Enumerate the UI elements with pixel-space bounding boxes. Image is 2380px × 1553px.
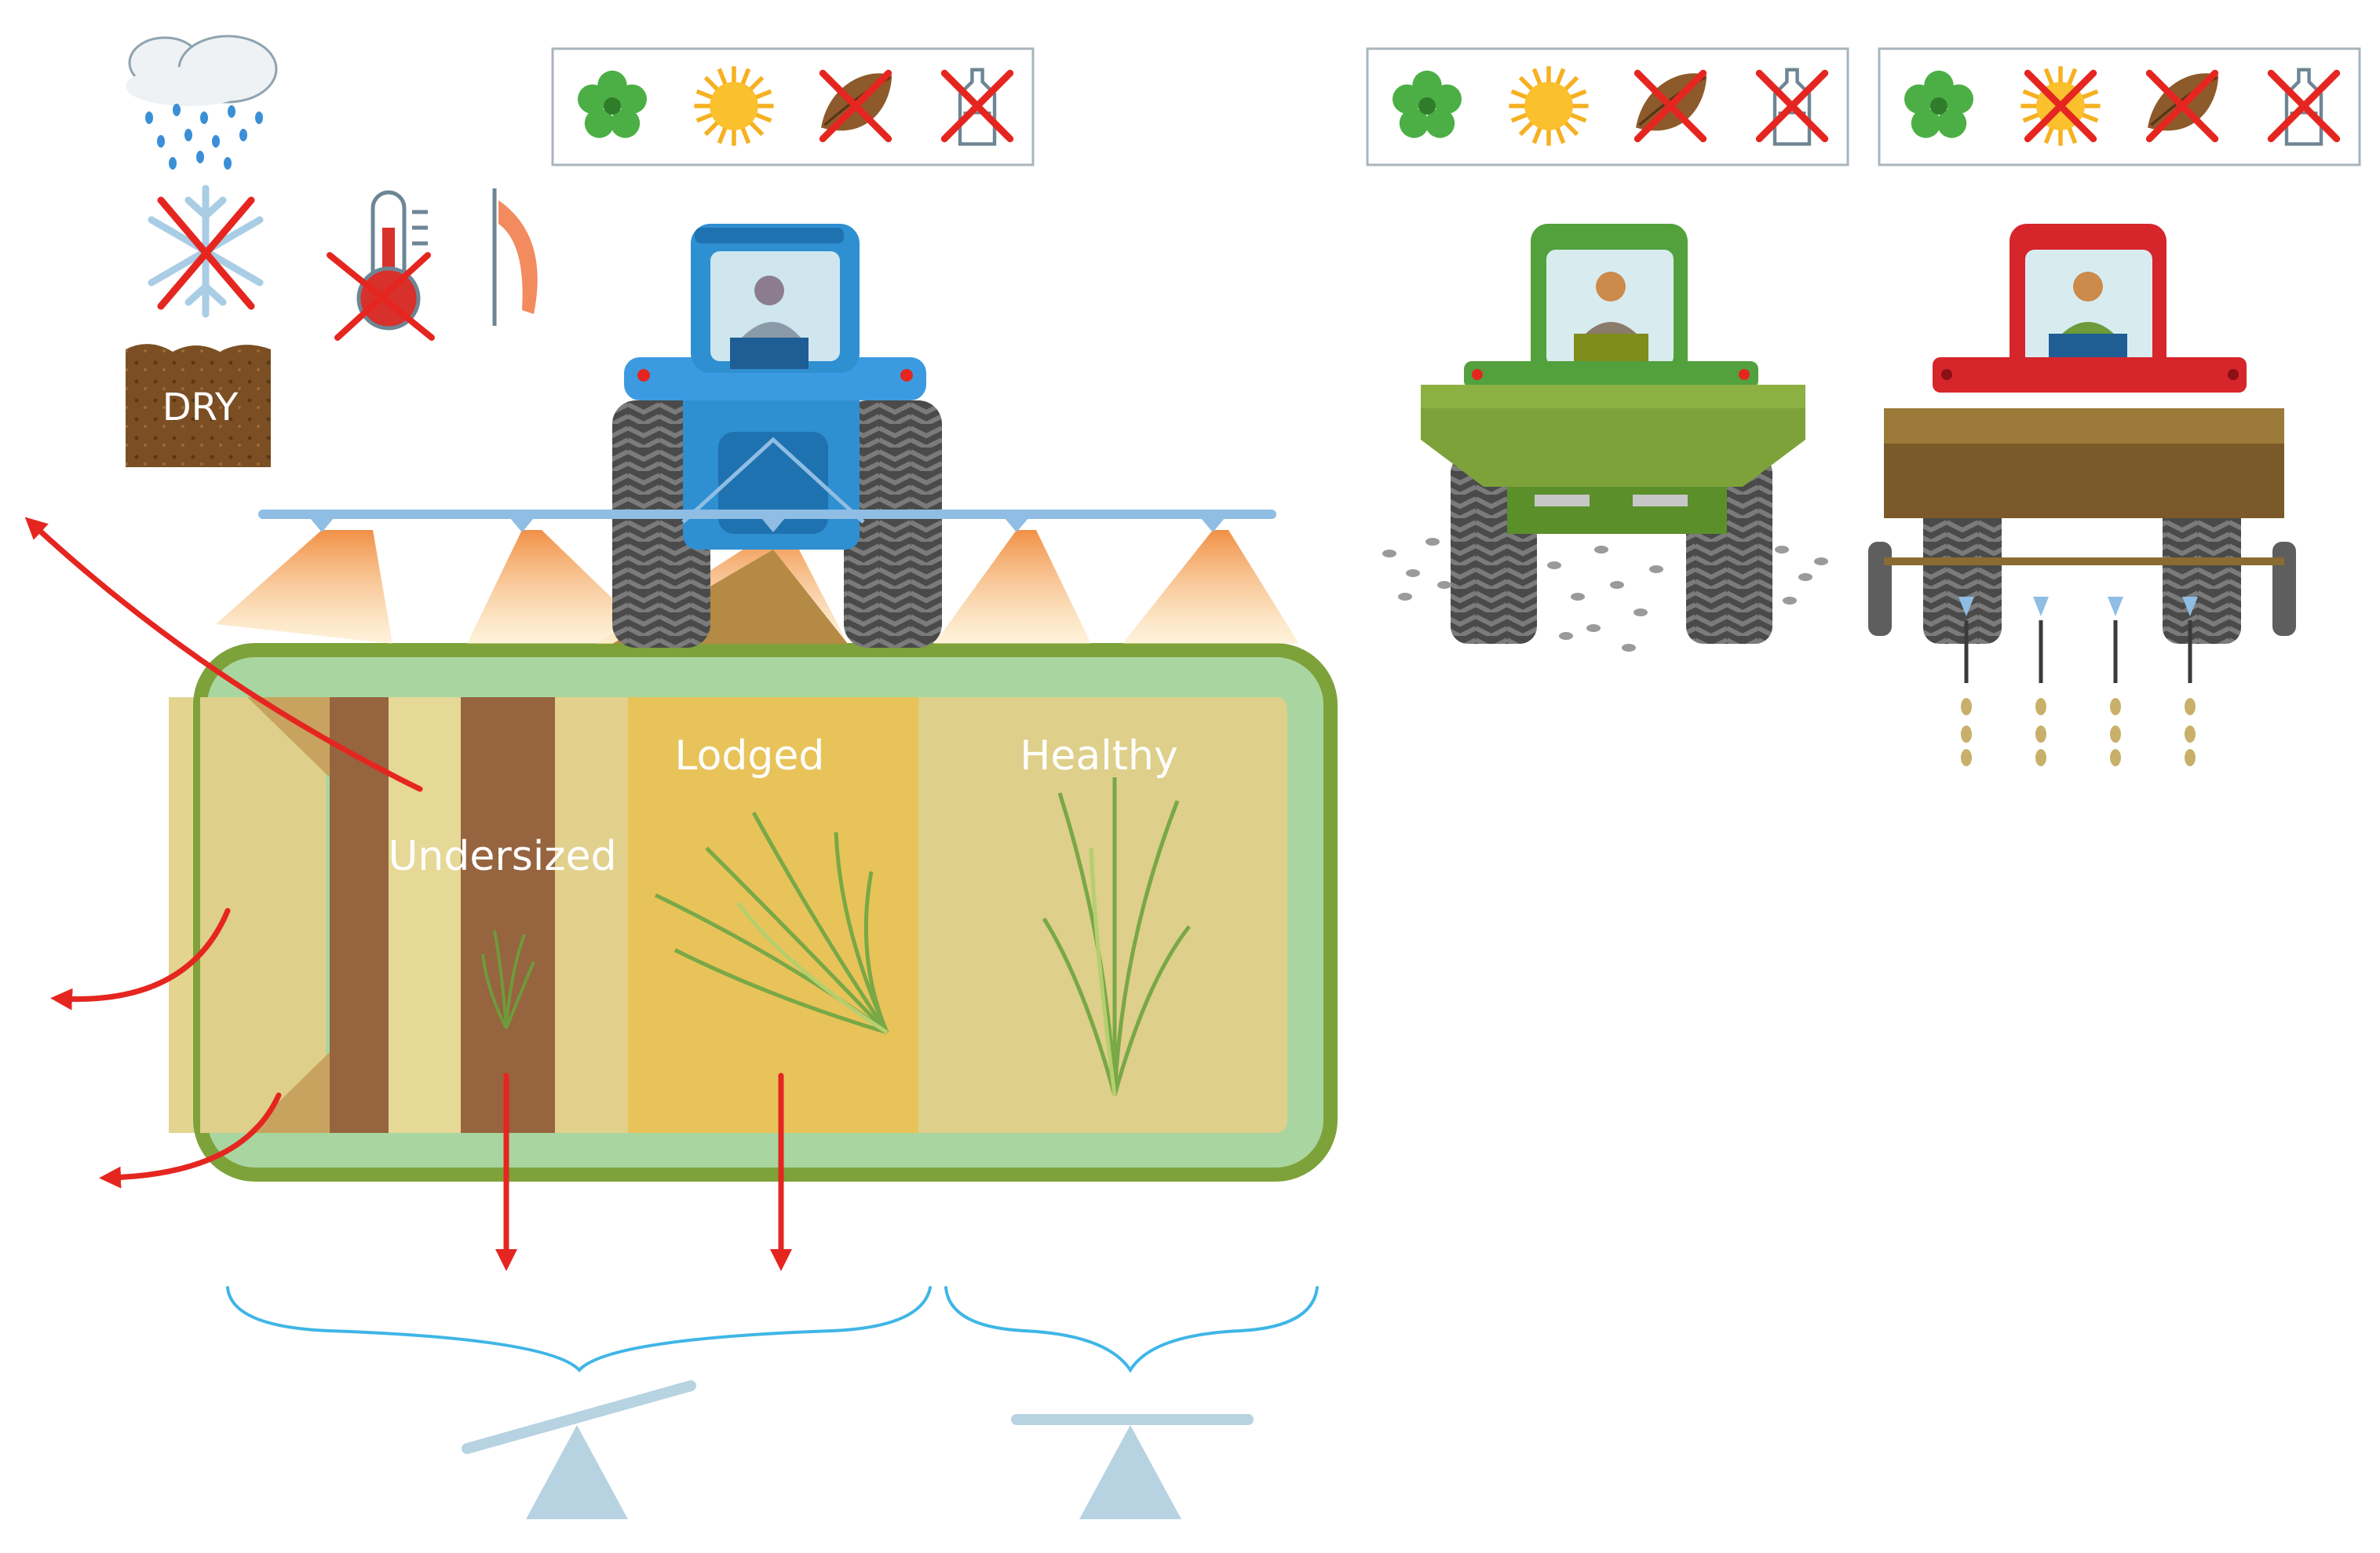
runoff-arrow xyxy=(99,1092,282,1189)
sun-icon xyxy=(694,66,773,145)
level-balance-icon xyxy=(1011,1414,1254,1519)
scattered-seeds xyxy=(1382,538,1828,652)
brace-imbalanced xyxy=(226,1286,932,1372)
field xyxy=(169,643,1338,1182)
healthy-label: Healthy xyxy=(1020,733,1178,780)
planted-seeds xyxy=(1961,698,2196,766)
snowflake-crossed-icon xyxy=(148,185,264,318)
runoff-arrow xyxy=(50,908,231,1010)
brace-balanced xyxy=(944,1286,1319,1373)
dry-soil-icon: DRY xyxy=(126,344,271,467)
volatilization-arrow xyxy=(24,517,423,792)
spreader-tractor xyxy=(1382,224,1828,652)
undersized-plant-icon xyxy=(481,930,535,1029)
soil-strip xyxy=(330,697,389,1133)
healthy-plant-icon xyxy=(1042,777,1191,1096)
loss-arrows xyxy=(24,517,792,1271)
icon-panel-spreader xyxy=(1366,47,1849,166)
sprayer-tractor xyxy=(216,224,1299,648)
icon-panel-driller xyxy=(1878,47,2361,166)
healthy-zone xyxy=(918,697,1287,1133)
windsock-icon xyxy=(492,188,538,326)
undersized-label: Undersized xyxy=(388,833,616,880)
dry-label: DRY xyxy=(162,386,239,429)
tilted-balance-icon xyxy=(462,1380,696,1519)
lodged-plant-icon xyxy=(654,811,889,1035)
soil-strip xyxy=(461,697,555,1133)
icon-panel-sprayer xyxy=(551,47,1035,166)
rain-cloud-icon xyxy=(126,35,278,170)
thermometer-crossed-icon xyxy=(327,190,435,341)
sun-crossed-icon xyxy=(2020,66,2100,145)
lodged-label: Lodged xyxy=(675,733,825,780)
sun-icon xyxy=(1509,66,1588,145)
driller-tractor xyxy=(1868,224,2296,766)
